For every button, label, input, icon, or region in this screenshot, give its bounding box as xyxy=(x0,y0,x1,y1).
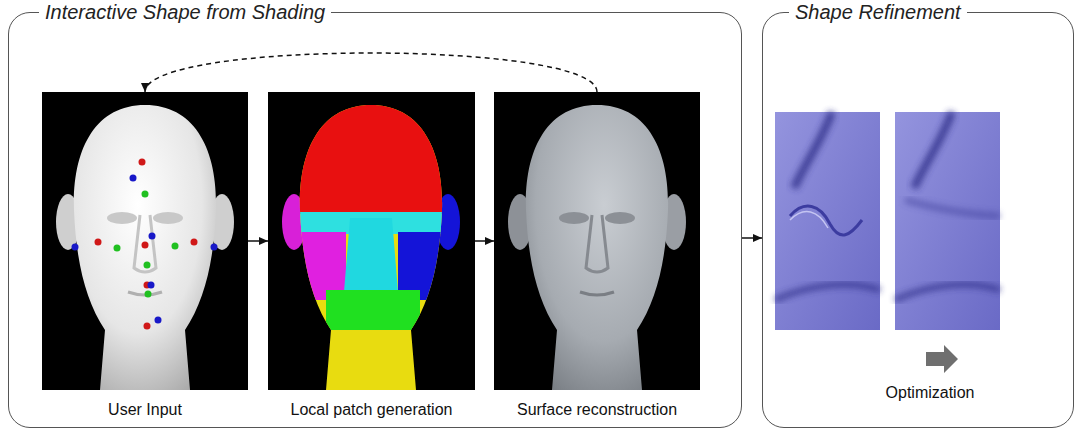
face-with-markers xyxy=(134,215,156,272)
step-label: Optimization xyxy=(880,383,980,403)
green-marker xyxy=(142,191,149,198)
image-panel: Local patch generation xyxy=(268,92,475,422)
green-marker xyxy=(145,291,152,298)
face-with-markers xyxy=(153,212,183,224)
surface-after xyxy=(914,112,952,188)
face-with-markers xyxy=(107,212,137,224)
surface-before xyxy=(790,212,828,228)
green-marker xyxy=(144,262,151,269)
blue-marker xyxy=(149,233,156,240)
reconstructed-face xyxy=(586,215,608,272)
face-with-markers xyxy=(42,92,248,390)
image-panel: Surface reconstruction xyxy=(494,92,700,422)
flow-arrow xyxy=(475,240,494,242)
face-patches xyxy=(344,218,398,292)
face-patches xyxy=(398,232,475,300)
surface-before xyxy=(775,112,880,330)
red-marker xyxy=(144,323,151,330)
face-patches xyxy=(268,232,346,300)
face-patches xyxy=(268,92,475,390)
surface-after xyxy=(895,112,1000,330)
image-caption: Surface reconstruction xyxy=(494,400,700,420)
block-arrow xyxy=(926,345,958,373)
reconstructed-face xyxy=(605,212,635,224)
red-marker xyxy=(142,242,149,249)
surface-after xyxy=(905,200,1000,216)
surface-after xyxy=(895,285,1000,300)
face-patches xyxy=(268,92,475,390)
reconstructed-face xyxy=(526,105,668,390)
image-caption: User Input xyxy=(42,400,248,420)
face-patches xyxy=(326,290,420,330)
red-marker xyxy=(95,159,198,330)
stage-panel: Shape Refinement xyxy=(762,12,1074,428)
face-patches xyxy=(268,92,475,390)
face-patches xyxy=(268,92,475,214)
reconstructed-face xyxy=(559,212,589,224)
face-with-markers xyxy=(42,92,248,390)
face-patches xyxy=(268,92,475,390)
surface-after xyxy=(895,112,1000,330)
blue-marker xyxy=(72,244,79,251)
reconstructed-face xyxy=(580,292,614,295)
surface-before xyxy=(794,112,832,188)
flow-arrow xyxy=(742,237,762,239)
image-caption: Local patch generation xyxy=(268,400,475,420)
surface-before xyxy=(775,285,880,300)
blue-marker xyxy=(155,317,162,324)
blue-marker xyxy=(211,244,218,251)
surface-before xyxy=(775,112,880,330)
panel-title: Shape Refinement xyxy=(789,0,967,24)
green-marker xyxy=(114,245,121,252)
blue-marker xyxy=(72,175,218,324)
green-marker xyxy=(172,243,179,250)
reconstructed-face xyxy=(494,92,700,390)
reconstructed-face xyxy=(494,92,700,390)
red-marker xyxy=(191,239,198,246)
face-with-markers xyxy=(74,105,216,390)
stage-panel: Interactive Shape from ShadingUser Input… xyxy=(8,12,742,428)
flow-arrow xyxy=(248,240,268,242)
red-marker xyxy=(95,239,102,246)
green-marker xyxy=(114,191,179,298)
surface-before xyxy=(790,206,862,235)
image-panel: User Input xyxy=(42,92,248,422)
panel-title: Interactive Shape from Shading xyxy=(39,0,331,24)
blue-marker xyxy=(130,175,137,182)
blue-marker xyxy=(148,282,155,289)
feedback-arrow xyxy=(145,53,597,92)
red-marker xyxy=(139,159,146,166)
